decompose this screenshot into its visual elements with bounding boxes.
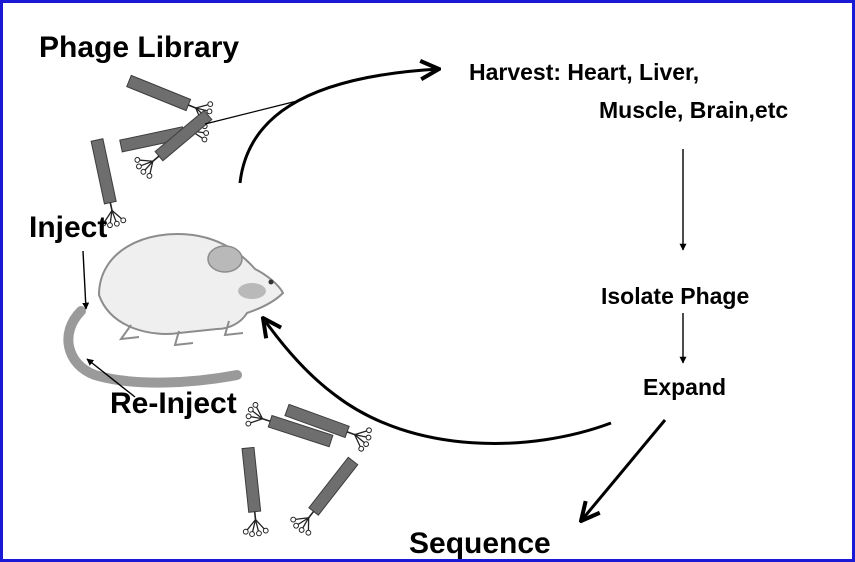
harvest-label-line1: Harvest: Heart, Liver, xyxy=(469,61,699,84)
phage-library-label: Phage Library xyxy=(39,33,239,63)
mouse-cheek xyxy=(238,283,266,299)
pointer-line xyxy=(205,101,297,124)
mouse-ear xyxy=(208,246,242,272)
phage-particle-icon xyxy=(235,447,269,538)
phage-library-cluster xyxy=(84,70,215,229)
expand-label: Expand xyxy=(643,376,726,399)
isolate-phage-label: Isolate Phage xyxy=(601,285,749,308)
inject-label: Inject xyxy=(29,213,107,243)
re-inject-label: Re-Inject xyxy=(110,389,237,419)
mouse-eye xyxy=(269,280,274,285)
sequence-label: Sequence xyxy=(409,529,551,559)
phage-particle-icon xyxy=(288,453,362,538)
harvest-label-line2: Muscle, Brain,etc xyxy=(599,99,788,122)
diagram-graphics xyxy=(3,3,852,559)
inject-pointer-arrow xyxy=(83,251,86,309)
mouse-icon xyxy=(68,234,283,383)
harvest-curved-arrow xyxy=(240,69,439,183)
reinject-phage-cluster xyxy=(235,399,374,537)
to-sequence-arrow xyxy=(581,420,665,521)
